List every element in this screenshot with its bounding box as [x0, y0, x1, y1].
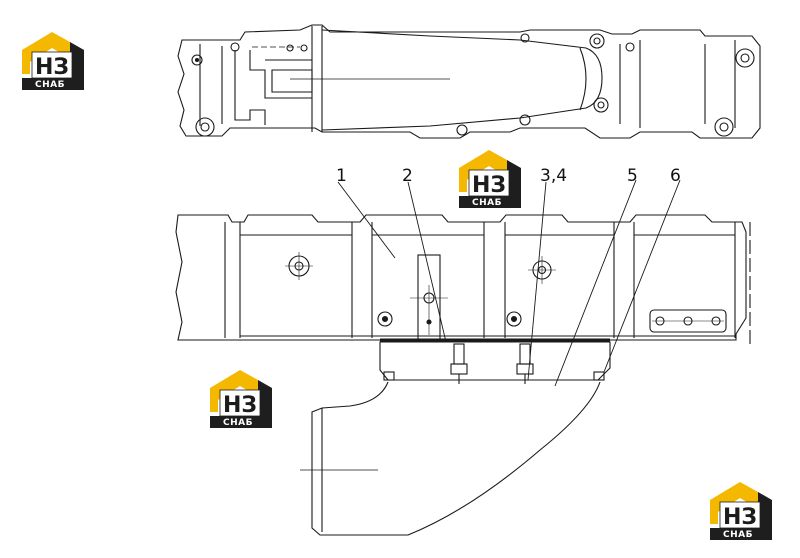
- watermark-logo-bottom-right: НЗ СНАБ: [710, 482, 772, 540]
- callout-label-5: 5: [627, 166, 638, 186]
- elbow-pipe: [300, 341, 611, 536]
- callout-label-3-4: 3,4: [540, 166, 567, 186]
- logo-caption: СНАБ: [223, 418, 253, 428]
- callout-label-1: 1: [336, 166, 347, 186]
- manifold-top-view: [177, 24, 761, 139]
- logo-caption: СНАБ: [35, 80, 65, 90]
- logo-letters: НЗ: [223, 393, 257, 418]
- watermark-logo-bottom-left: НЗ СНАБ: [210, 370, 272, 428]
- callout-label-2: 2: [402, 166, 413, 186]
- logo-letters: НЗ: [472, 173, 506, 198]
- callout-label-6: 6: [670, 166, 681, 186]
- logo-caption: СНАБ: [723, 530, 753, 540]
- logo-caption: СНАБ: [472, 198, 502, 208]
- watermark-logo-center: НЗ СНАБ: [459, 150, 521, 208]
- watermark-logo-top-left: НЗ СНАБ: [22, 32, 84, 90]
- logo-letters: НЗ: [723, 505, 757, 530]
- callout-leaders: [337, 179, 681, 387]
- manifold-side-view: [175, 214, 751, 345]
- logo-letters: НЗ: [35, 55, 69, 80]
